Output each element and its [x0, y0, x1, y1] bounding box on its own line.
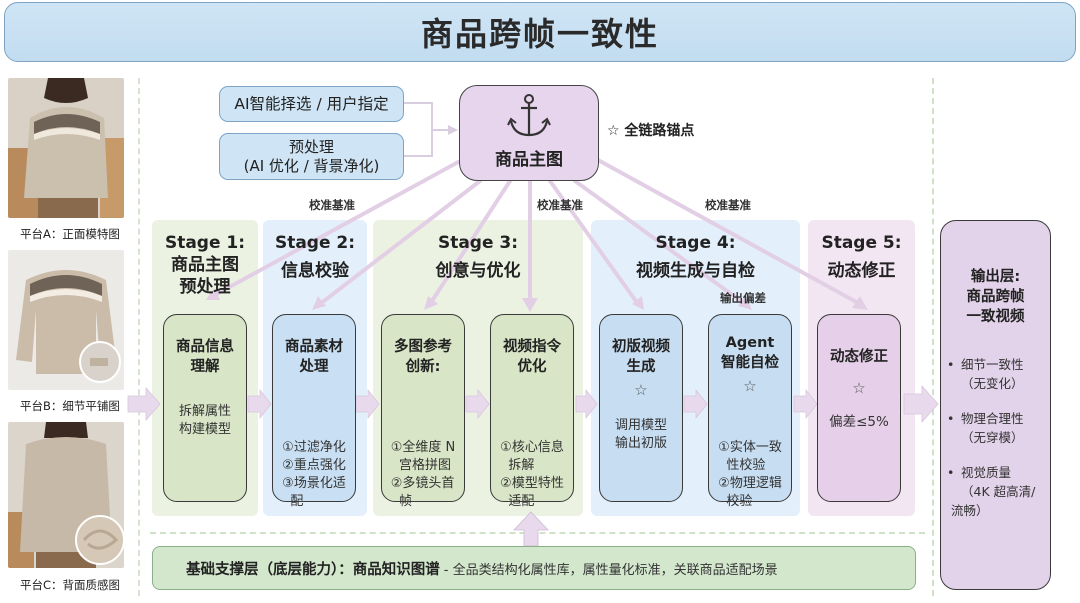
- platform-b-label: 平台B：细节平铺图: [20, 399, 120, 413]
- foundation-layer-bar: 基础支撑层（底层能力）：商品知识图谱 - 全品类结构化属性库，属性量化标准，关联…: [152, 546, 916, 590]
- foundation-up-arrow: [513, 511, 549, 547]
- platform-c-label: 平台C：背面质感图: [19, 578, 121, 592]
- stage-2-title: Stage 2:信息校验: [274, 233, 356, 281]
- platform-c-photo: [8, 422, 124, 568]
- card-product-info-understanding: 商品信息 理解 拆解属性构建模型: [163, 314, 247, 502]
- output-title: 输出层:: [970, 269, 1021, 285]
- star-icon: ☆: [634, 381, 648, 399]
- star-icon: ☆: [743, 377, 757, 395]
- preprocess-detail: (AI 优化 / 背景净化): [243, 156, 380, 175]
- output-item-visual-quality: 视觉质量（4K 超高清/流畅）: [947, 463, 1040, 520]
- output-layer-box: 输出层: 商品跨帧 一致视频 细节一致性（无变化） 物理合理性（无穿模） 视觉质…: [940, 220, 1051, 590]
- stage-4-title: Stage 4:视频生成与自检: [636, 233, 755, 281]
- back-texture-photo-icon: [8, 422, 124, 568]
- output-item-physical-plausibility: 物理合理性（无穿模）: [947, 409, 1040, 447]
- card-dynamic-correction: 动态修正 ☆ 偏差≤5%: [817, 314, 901, 502]
- ai-select-label: AI智能择选 / 用户指定: [234, 94, 389, 113]
- output-quality-list: 细节一致性（无变化） 物理合理性（无穿模） 视觉质量（4K 超高清/流畅）: [947, 355, 1040, 520]
- output-deviation-label: 输出偏差: [720, 291, 766, 305]
- input-connector: [404, 102, 452, 157]
- preprocess-box: 预处理 (AI 优化 / 背景净化): [219, 133, 404, 180]
- stage-3-title: Stage 3:创意与优化: [435, 233, 521, 281]
- platform-a-label: 平台A：正面模特图: [20, 227, 120, 241]
- anchor-label: 商品主图: [495, 150, 563, 170]
- title-bar: 商品跨帧一致性: [4, 2, 1076, 62]
- foundation-title: 基础支撑层（底层能力）：商品知识图谱: [186, 561, 440, 578]
- card-initial-video-generation: 初版视频 生成 ☆ 调用模型输出初版: [599, 314, 683, 502]
- calibration-label: 校准基准: [705, 198, 751, 212]
- foundation-description: - 全品类结构化属性库，属性量化标准，关联商品适配场景: [443, 562, 778, 578]
- star-icon: ☆: [852, 379, 866, 397]
- preprocess-title: 预处理: [288, 137, 334, 156]
- calibration-label: 校准基准: [309, 198, 355, 212]
- platform-a-photo: [8, 78, 124, 218]
- flow-arrows: [127, 384, 939, 424]
- full-chain-anchor-note: ☆ 全链路锚点: [607, 123, 695, 139]
- model-front-photo-icon: [8, 78, 124, 218]
- output-item-detail-consistency: 细节一致性（无变化）: [947, 355, 1040, 393]
- page-title: 商品跨帧一致性: [420, 15, 659, 53]
- anchor-main-image-box: 商品主图: [459, 85, 599, 181]
- flat-lay-photo-icon: [8, 250, 124, 390]
- stage-1-title: Stage 1:商品主图预处理: [164, 233, 246, 297]
- ai-select-box: AI智能择选 / 用户指定: [219, 86, 404, 122]
- stage-5-title: Stage 5:动态修正: [821, 233, 902, 281]
- calibration-label: 校准基准: [537, 198, 583, 212]
- anchor-icon: [507, 94, 551, 137]
- anchor-rays: [211, 158, 862, 306]
- input-arrowhead: [448, 125, 458, 135]
- anchor-ray-arrowheads: [206, 288, 868, 312]
- main-frame-dashed: [138, 78, 934, 596]
- platform-b-photo: [8, 250, 124, 390]
